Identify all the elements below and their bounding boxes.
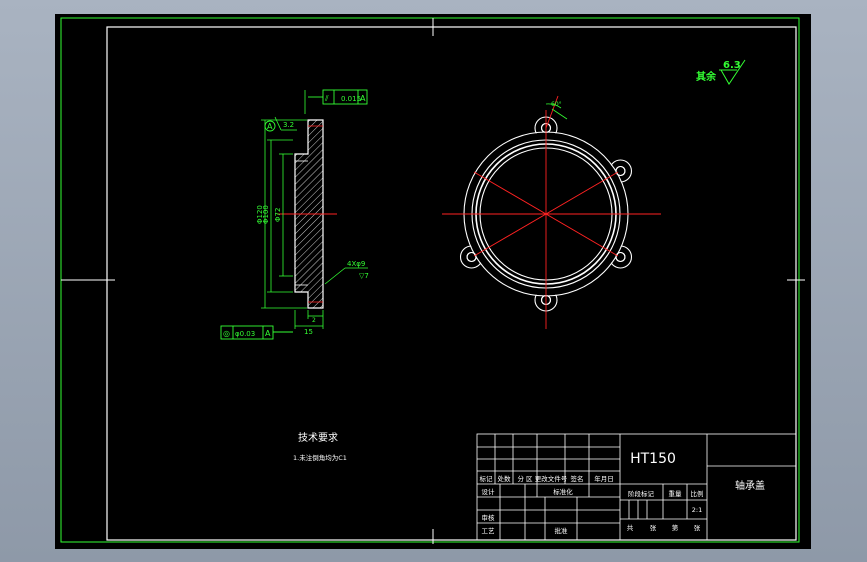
gdt-bottom-symbol: ◎ (223, 329, 230, 338)
weight-label: 重量 (669, 490, 683, 498)
gdt-top-value: 0.015 (341, 95, 361, 103)
gdt-bottom-value: φ0.03 (235, 330, 255, 338)
sheet-label-unit2: 张 (694, 523, 701, 532)
title-block (476, 433, 797, 541)
roughness-note-value: 6.3 (723, 60, 741, 71)
outer-frame (60, 17, 800, 543)
review-label: 审核 (482, 513, 496, 522)
sheet-label-unit1: 张 (650, 523, 657, 532)
inner-frame (106, 26, 797, 541)
row-label-sign: 签名 (571, 474, 584, 483)
tech-requirements-title: 技术要求 (298, 431, 338, 444)
row-label-doc: 更改文件号 (535, 474, 568, 483)
sheet-label-total: 共 (627, 523, 634, 532)
dim-inner: Φ72 (274, 208, 282, 222)
gdt-frame-bottom (220, 325, 274, 340)
front-centerlines (442, 95, 661, 329)
designer-label: 设计 (482, 487, 496, 496)
hole-callout-depth: ▽7 (359, 272, 369, 280)
row-label-zone: 分 区 (517, 474, 533, 483)
datum-label: A (267, 122, 273, 131)
standardize-label: 标准化 (553, 487, 573, 496)
row-label-mark: 标记 (480, 474, 494, 483)
scale-label: 比例 (691, 489, 704, 498)
angle-label: 60° (551, 101, 562, 108)
datum-circle (264, 120, 276, 132)
dim-step: 2 (312, 317, 316, 324)
gdt-top-datum: A (360, 94, 366, 103)
scale-value: 2:1 (692, 506, 702, 514)
process-label: 工艺 (482, 527, 496, 535)
gdt-top-symbol: ⫽ (324, 94, 329, 103)
sheet-label-index: 第 (672, 523, 679, 532)
gdt-bottom-datum: A (265, 329, 271, 338)
stage-mark-label: 阶段标记 (628, 489, 655, 498)
roughness-symbol (720, 59, 746, 85)
section-view (220, 89, 368, 340)
drawing-sheet: 0.015 ⫽ A ◎ φ0.03 A A 3.2 Φ120 Φ100 Φ72 … (55, 14, 811, 549)
hole-callout: 4Xφ9 (347, 260, 365, 268)
tech-requirements-item: 1.未注倒角均为C1 (293, 453, 347, 462)
roughness-left: 3.2 (283, 121, 294, 129)
cad-drawing: 0.015 ⫽ A ◎ φ0.03 A A 3.2 Φ120 Φ100 Φ72 … (60, 17, 805, 544)
approve-label: 批准 (555, 526, 569, 535)
row-label-date: 年月日 (594, 474, 614, 483)
dim-mid: Φ100 (262, 205, 270, 224)
revision-row-labels: 标记 处数 分 区 更改文件号 签名 年月日 (480, 474, 614, 483)
dim-thickness: 15 (304, 328, 313, 336)
roughness-note-label: 其余 (696, 70, 717, 83)
row-label-count: 处数 (498, 474, 512, 483)
center-marks (61, 18, 805, 544)
part-name: 轴承盖 (735, 479, 765, 492)
dim-outer: Φ120 (256, 205, 264, 224)
material-label: HT150 (630, 451, 676, 467)
sheet-count-labels: 共 张 第 张 (627, 523, 701, 532)
